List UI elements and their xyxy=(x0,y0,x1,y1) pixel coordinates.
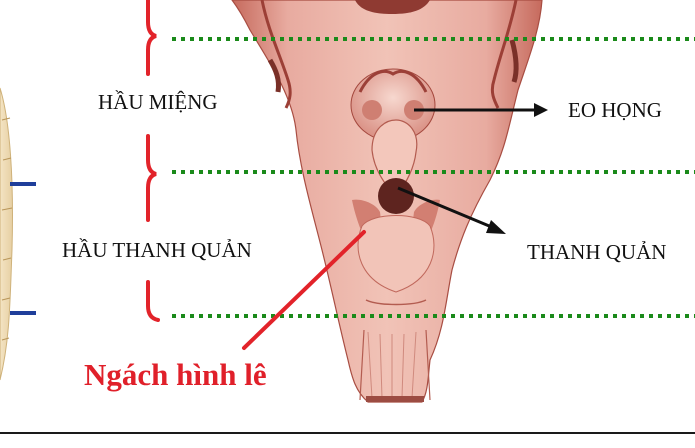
spine-illustration xyxy=(0,87,13,381)
label-laryngopharynx: HẦU THANH QUẢN xyxy=(62,238,252,262)
bottom-divider xyxy=(0,432,695,434)
arrow-larynx xyxy=(397,186,506,234)
pointer-piriform-recess xyxy=(242,230,366,350)
bracket-laryngopharynx-lower xyxy=(146,280,160,322)
spine-level-tick-upper xyxy=(10,182,36,186)
pharynx-anatomy-illustration xyxy=(231,0,543,403)
label-larynx: THANH QUẢN xyxy=(527,240,667,264)
bracket-laryngopharynx-upper xyxy=(146,134,157,222)
spine-level-tick-lower xyxy=(10,311,36,315)
label-oropharynx: HẦU MIỆNG xyxy=(98,90,218,114)
arrow-isthmus xyxy=(414,103,548,117)
label-isthmus-of-fauces: EO HỌNG xyxy=(568,98,662,122)
label-piriform-recess: Ngách hình lê xyxy=(84,357,267,392)
bracket-oropharynx xyxy=(146,0,157,76)
